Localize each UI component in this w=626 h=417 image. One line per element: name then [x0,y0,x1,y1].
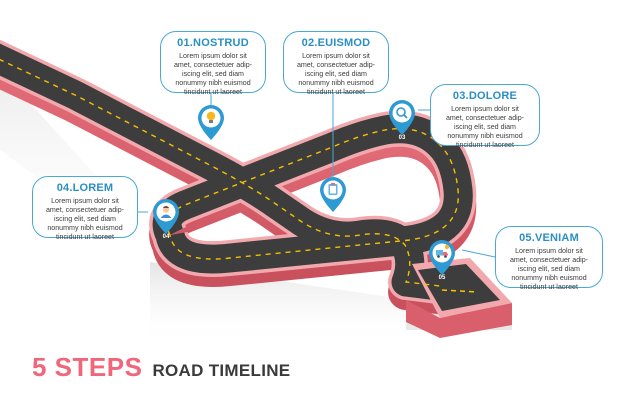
person-icon [160,206,172,218]
step-description: Lorem ipsum dolor sit amet, consectetuer… [445,105,525,149]
magnifier-icon [396,107,408,119]
road-arrow-head [406,258,512,338]
step-description: Lorem ipsum dolor sit amet, consectetuer… [45,197,125,241]
pin-05-label: 05 [439,275,446,281]
pin-02[interactable]: 02 [320,177,346,218]
page-title-strong: 5 STEPS [32,352,143,382]
pin-01-label: 01 [208,140,215,146]
step-callout-02: 02.EUISMOD Lorem ipsum dolor sit amet, c… [283,31,389,96]
step-title: 01.NOSTRUD [177,37,249,49]
pin-02-label: 02 [330,212,337,218]
step-title: 04.LOREM [56,182,114,194]
step-callout-04: 04.LOREM Lorem ipsum dolor sit amet, con… [32,176,138,241]
lightbulb-icon [206,111,216,123]
pin-04[interactable]: 04 [153,199,179,240]
step-description: Lorem ipsum dolor sit amet, consectetuer… [509,247,589,291]
connector-lines [138,93,496,258]
step-callout-05: 05.VENIAM Lorem ipsum dolor sit amet, co… [495,226,603,291]
pin-01[interactable]: 01 [198,105,224,146]
pin-05[interactable]: 05 [429,240,455,281]
connector-05 [461,249,496,258]
clipboard-icon [328,183,338,195]
step-title: 03.DOLORE [452,90,518,102]
step-title: 02.EUISMOD [301,37,371,49]
step-description: Lorem ipsum dolor sit amet, consectetuer… [173,52,253,96]
page-title-rest: ROAD TIMELINE [152,361,291,380]
lane-markings [0,58,459,287]
pin-04-label: 04 [163,234,170,240]
step-callout-01: 01.NOSTRUD Lorem ipsum dolor sit amet, c… [160,31,266,96]
pin-03-label: 03 [399,135,406,141]
pin-03[interactable]: 03 [389,100,415,141]
step-description: Lorem ipsum dolor sit amet, consectetuer… [296,52,376,96]
delivery-truck-icon [436,244,450,258]
step-callout-03: 03.DOLORE Lorem ipsum dolor sit amet, co… [430,84,540,149]
step-title: 05.VENIAM [519,232,579,244]
page-title: 5 STEPS ROAD TIMELINE [32,352,290,383]
